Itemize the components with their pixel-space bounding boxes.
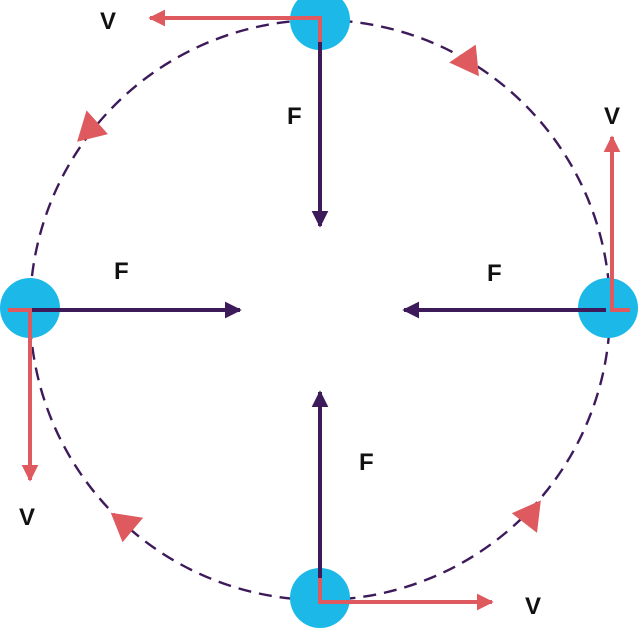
velocity-label-bottom: V: [525, 593, 541, 620]
velocity-arrow-left: [8, 308, 39, 482]
force-label-left: F: [114, 258, 129, 285]
force-label-bottom: F: [359, 449, 374, 476]
velocity-label-top: V: [100, 8, 116, 35]
direction-marker-top-left: [77, 110, 108, 142]
direction-marker-bottom-left: [110, 512, 144, 543]
direction-marker-top-right: [449, 44, 479, 77]
velocity-label-left: V: [19, 504, 35, 531]
direction-marker-bottom-right: [511, 500, 541, 533]
velocity-label-right: V: [604, 103, 620, 130]
force-label-right: F: [487, 260, 502, 287]
velocity-arrow-bottom: [318, 578, 494, 611]
velocity-arrow-top: [148, 9, 322, 42]
object-right: [578, 278, 638, 338]
force-label-top: F: [287, 103, 302, 130]
velocity-arrow-right: [603, 135, 630, 312]
